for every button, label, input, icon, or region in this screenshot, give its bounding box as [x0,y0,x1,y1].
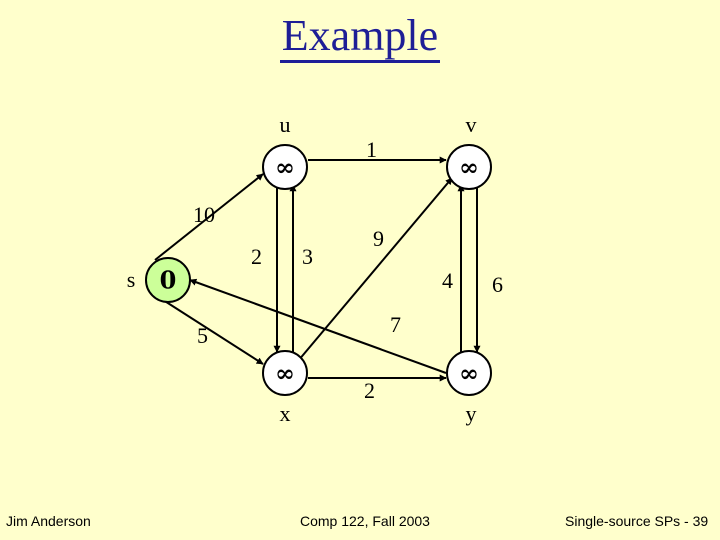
node-u [262,144,308,190]
weight-v-y: 6 [492,272,503,297]
node-x [262,350,308,396]
node-s-distance: 0 [160,266,177,295]
weight-x-v: 9 [373,226,384,251]
node-x-label: x [280,401,291,426]
weight-x-y: 2 [364,378,375,403]
weight-y-v: 4 [442,268,453,293]
weight-s-x: 5 [197,323,208,348]
weight-u-x: 2 [251,244,262,269]
weight-x-u: 3 [302,244,313,269]
footer-course: Comp 122, Fall 2003 [300,513,430,529]
node-y-label: y [466,401,477,426]
footer-author: Jim Anderson [6,513,91,529]
weight-s-u: 10 [193,202,215,227]
weight-u-v: 1 [366,137,377,162]
footer-slide-number: Single-source SPs - 39 [565,513,709,529]
node-y-distance: ∞ [459,359,479,388]
node-s-label: s [127,267,136,292]
node-x-distance: ∞ [275,359,295,388]
slide-title: Example [0,10,720,63]
node-u-distance: ∞ [275,153,295,182]
node-s [145,257,191,303]
node-y [446,350,492,396]
node-u-label: u [280,112,291,137]
edge-s-u [154,173,264,261]
edge-x-v [297,177,453,362]
node-v-distance: ∞ [459,153,479,182]
slide-title-text: Example [279,11,441,63]
weight-s-y: 7 [390,312,401,337]
node-v [446,144,492,190]
node-v-label: v [466,112,477,137]
edge-s-x [159,297,264,365]
edge-s-y [189,278,447,374]
